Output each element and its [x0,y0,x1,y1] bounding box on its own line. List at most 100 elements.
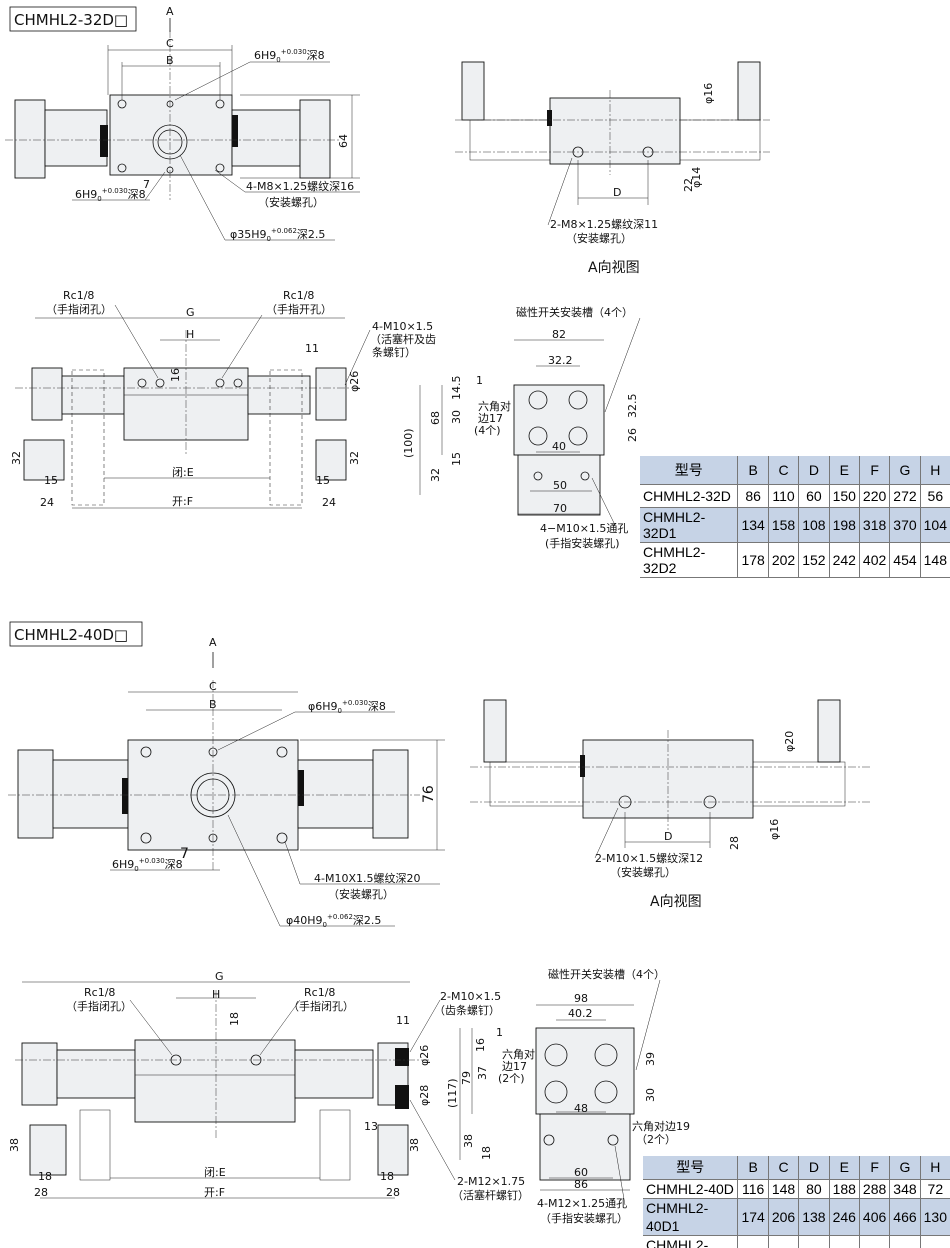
dim-76: 76 [421,785,437,803]
rod-thread-note-2: 条螺钉） [372,345,416,359]
cell: 318 [859,507,891,543]
view-arrow-label: A [209,636,217,649]
a-view-40d: φ20 D 28 φ16 2-M10×1.5螺纹深12 （安装螺孔） A向视图 [470,699,870,910]
dim-f-open: 开:F [204,1186,225,1199]
dim-70: 70 [553,502,567,515]
view-arrow-label: A [166,5,174,18]
cell: 214 [737,1235,769,1248]
cell: 148 [920,542,950,578]
top-view-40d: A C B φ6H90+0.030深8 76 6H90+0.030深8 7 4-… [8,636,445,929]
dim-24-left: 24 [40,496,54,509]
hex-label-1: 六角对 [502,1047,535,1061]
end-view-40d: 磁性开关安装槽（4个） 98 40.2 1 16 六角对 边17 (2个) 37… [446,967,690,1225]
cell: 138 [798,1198,830,1236]
cell: CHMHL2-40D2 [643,1235,739,1248]
cell: 466 [889,1198,921,1236]
side-view-40d: G Rc1/8 （手指闭孔） H Rc1/8 （手指闭孔） 18 2-M10×1… [8,970,529,1202]
cell: CHMHL2-32D [640,484,739,508]
rack-thread-note: （齿条螺钉） [434,1003,500,1017]
dim-c: C [209,680,217,693]
mount-thread-note: （安装螺孔） [328,887,394,901]
cell: 206 [768,1198,800,1236]
pin-hole-spec: φ6H90+0.030深8 [308,699,386,715]
dim-14-5: 14.5 [450,376,463,401]
dim-82: 82 [552,328,566,341]
col-g: G [889,1156,921,1180]
side-view-32d: Rc1/8 （手指闭孔） G Rc1/8 （手指开孔） H 16 4-M10×1… [10,289,436,509]
cell: 150 [829,484,860,508]
dim-48: 48 [574,1102,588,1115]
pin-hole-spec-2: 6H90+0.030深8 [75,187,146,203]
port-rc-open-note: （手指闭孔） [288,999,354,1013]
end-view-32d: 磁性开关安装槽（4个） 82 32.2 1 14.5 30 六角对 边17 (4… [402,305,641,550]
col-h: H [920,456,950,485]
dim-24-right: 24 [322,496,336,509]
dim-16: 16 [474,1038,487,1052]
dim-7: 7 [180,846,189,862]
cell: 242 [829,542,860,578]
dim-32-right: 32 [348,451,361,465]
cell: 246 [829,1198,860,1236]
cell: 188 [829,1179,860,1199]
dim-79: 79 [460,1071,473,1085]
a-view-thread-spec: 2-M10×1.5螺纹深12 [595,851,703,865]
dim-64: 64 [337,134,350,148]
cell: 60 [798,484,830,508]
cell: 80 [798,1179,830,1199]
cell: CHMHL2-32D1 [640,507,739,543]
title-box [9,6,137,32]
cell: 116 [737,1179,769,1199]
rod-thread-spec: 2-M12×1.75 [457,1175,525,1188]
bore-spec: φ40H90+0.062深2.5 [286,913,381,929]
dim-30: 30 [450,410,463,424]
rod-thread-note: （活塞杆螺钉） [452,1188,529,1202]
dim-phi16: φ16 [702,83,715,104]
cell: 202 [768,542,800,578]
dim-38: 38 [462,1134,475,1148]
dim-32-2: 32.2 [548,354,573,367]
dim-18-left: 18 [38,1170,52,1183]
rod-thread-note-1: （活塞杆及齿 [370,332,436,346]
dim-15-right: 15 [316,474,330,487]
dim-phi26: φ26 [418,1045,431,1066]
dim-7: 7 [143,178,150,191]
cell: 174 [737,1198,769,1236]
cell: 152 [798,542,830,578]
hex-label-1: 六角对 [478,399,511,413]
dim-38-left: 38 [8,1138,21,1152]
dim-30: 30 [644,1088,657,1102]
rod-thread-spec: 4-M10×1.5 [372,320,433,333]
port-rc-open: Rc1/8 [283,289,314,302]
dim-phi26: φ26 [348,371,361,392]
cell: 246 [768,1235,800,1248]
model-title: CHMHL2-32D□ [14,11,128,29]
dim-f-open: 开:F [172,495,193,508]
hex19-label: 六角对边19 [632,1119,690,1133]
port-rc-close-note: （手指闭孔） [66,999,132,1013]
col-c: C [768,1156,800,1180]
dim-h: H [186,328,194,341]
dim-g: G [186,306,195,319]
dim-phi16: φ16 [768,819,781,840]
cell: 170 [920,1235,950,1248]
cell: 148 [768,1179,800,1199]
cell: 108 [798,507,830,543]
dim-18-right: 18 [380,1170,394,1183]
rack-thread-spec: 2-M10×1.5 [440,990,501,1003]
finger-hole-spec: 4−M10×1.5通孔 [540,522,628,535]
dim-32-left: 32 [10,451,23,465]
hex-label-2: 边17 [478,412,503,425]
cell: 546 [889,1235,921,1248]
model-title: CHMHL2-40D□ [14,626,128,644]
cell: 72 [920,1179,950,1199]
dim-60: 60 [574,1166,588,1179]
col-b: B [737,456,769,485]
switch-slot-label: 磁性开关安装槽（4个） [516,305,633,319]
dim-h: H [212,988,220,1001]
dim-100: (100) [402,428,415,458]
dim-15-left: 15 [44,474,58,487]
port-rc-close: Rc1/8 [84,986,115,999]
